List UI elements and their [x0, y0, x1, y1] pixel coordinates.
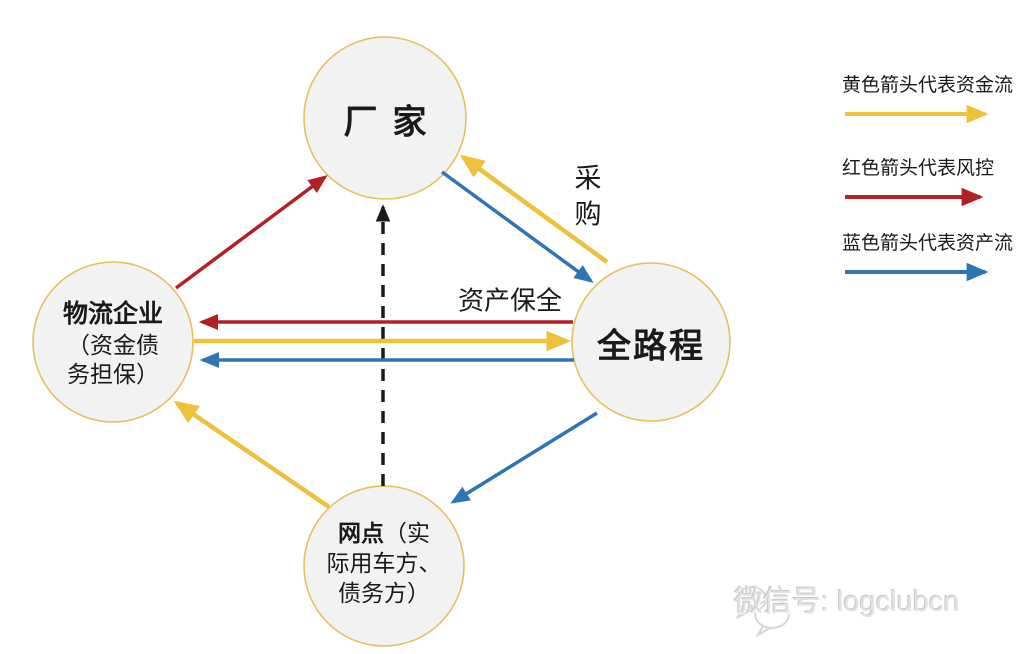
legend-label-asset-flow: 蓝色箭头代表资产流	[842, 233, 1014, 254]
node-label-manufacturer: 厂家	[343, 103, 442, 142]
legend-arrow-blue	[845, 263, 989, 281]
legend-label-capital-flow: 黄色箭头代表资金流	[842, 75, 1014, 96]
node-title-logistics: 物流企业	[62, 299, 163, 328]
edge-label-procurement: 采购	[574, 163, 602, 230]
wechat-icon	[736, 586, 790, 638]
watermark-text: 微信号: logclubcn	[734, 586, 960, 618]
legend-item-asset-flow: 蓝色箭头代表资产流	[842, 228, 1013, 281]
legend-item-capital-flow: 黄色箭头代表资金流	[842, 70, 1013, 123]
edge-red-logistics-to-manufacturer	[174, 175, 328, 290]
edge-blue-manufacturer-to-full-route	[440, 170, 594, 283]
watermark: 微信号: logclubcn	[726, 578, 960, 620]
legend-item-risk-control: 红色箭头代表风控	[842, 153, 1007, 206]
edge-yellow-outlet-to-logistics	[173, 400, 331, 509]
node-label-outlet: 网点（实 际用车方、 债务方）	[314, 519, 454, 609]
legend: 黄色箭头代表资金流 红色箭头代表风控	[842, 0, 1022, 300]
node-subtitle-logistics: （资金债 务担保）	[67, 331, 159, 388]
legend-arrow-yellow	[845, 105, 989, 123]
legend-arrow-red	[845, 188, 984, 206]
node-circle-full-route	[571, 262, 731, 422]
edge-yellow-full-route-to-manufacturer	[459, 154, 609, 264]
legend-label-risk-control: 红色箭头代表风控	[842, 158, 995, 179]
node-subtitle-outlet: （实 际用车方、 债务方）	[326, 520, 442, 606]
node-title-outlet: 网点	[338, 520, 384, 547]
node-circle-logistics	[32, 261, 194, 423]
edge-blue-full-route-to-outlet	[450, 411, 598, 504]
edge-label-asset-preservation: 资产保全	[457, 285, 563, 316]
node-label-logistics: 物流企业 （资金债 务担保）	[53, 298, 173, 390]
node-circle-manufacturer	[303, 36, 467, 200]
node-label-full-route: 全路程	[597, 327, 705, 366]
